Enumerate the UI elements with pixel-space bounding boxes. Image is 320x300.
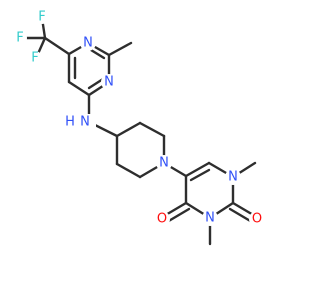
atom-n-pyrimidine-top: N — [83, 36, 93, 51]
bond-layer — [20, 16, 257, 246]
atom-f-left: F — [16, 31, 23, 46]
atom-f-bottom: F — [31, 51, 38, 66]
atom-n-piperidine: N — [159, 156, 169, 171]
atom-o-carbonyl-c4: O — [157, 212, 167, 227]
bond-c2-o-b — [228, 207, 254, 224]
bond-pyr-n3-c4-inner — [87, 77, 105, 90]
bond-ura-c5-c6-inner — [189, 168, 211, 182]
atom-n-pyrimidine-bottom: N — [104, 75, 114, 90]
atom-n-amine: N — [80, 115, 90, 130]
chemical-structure-diagram: F F F N N H N N N N O O — [13, 9, 265, 246]
bond-pyr-c4-c5 — [67, 80, 91, 97]
bond-pyr-n1-c2-inner — [89, 48, 106, 60]
bond-pyr-methyl — [107, 41, 133, 57]
atom-o-carbonyl-c2: O — [252, 212, 262, 227]
atom-h-amine: H — [65, 115, 75, 130]
atom-n-uracil-3: N — [205, 211, 215, 226]
bond-pip-c2b-c3b — [115, 162, 142, 179]
bond-pip-c3a-c2a — [138, 121, 166, 138]
atom-label-layer: F F F N N H N N N N O O — [13, 10, 265, 227]
bond-cf3-to-ring — [43, 36, 71, 56]
bond-c4-o-b — [165, 207, 191, 224]
atom-f-top: F — [38, 10, 45, 25]
atom-n-uracil-1: N — [228, 170, 238, 185]
bond-ura-c5-c6 — [184, 161, 211, 178]
bond-pip-c4-c3a — [115, 121, 142, 138]
